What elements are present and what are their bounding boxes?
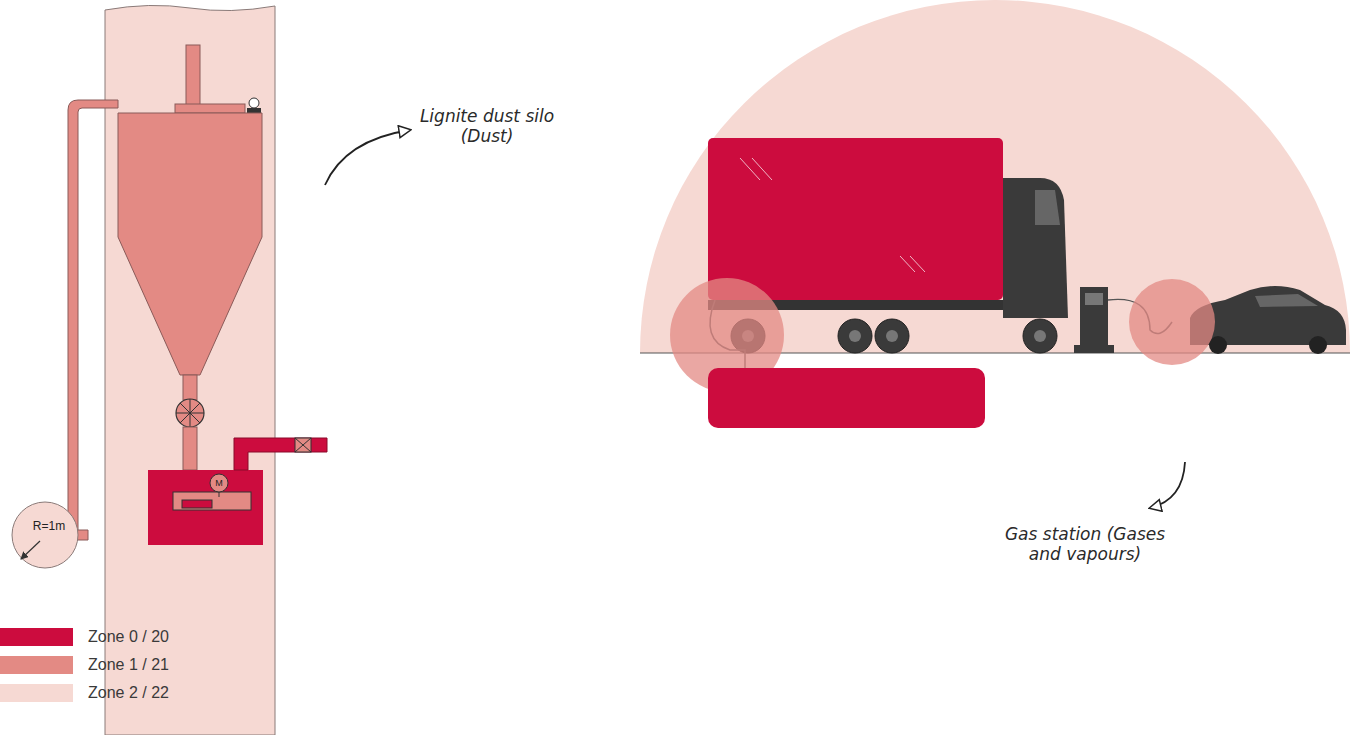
motor-symbol-letter: M — [215, 478, 223, 488]
legend-swatch — [0, 684, 73, 702]
legend-label: Zone 1 / 21 — [88, 656, 169, 674]
legend-swatch — [0, 628, 73, 646]
legend-label: Zone 0 / 20 — [88, 628, 169, 646]
legend-swatch — [0, 656, 73, 674]
silo-caption: Lignite dust silo (Dust) — [417, 107, 558, 146]
radius-dimension: R=1m — [33, 520, 65, 534]
legend-label: Zone 2 / 22 — [88, 684, 169, 702]
gas-station-caption: Gas station (Gases and vapours) — [994, 525, 1177, 564]
